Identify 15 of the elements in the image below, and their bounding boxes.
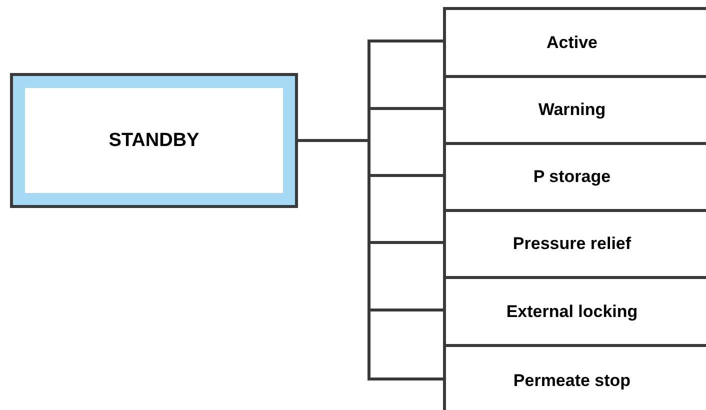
box-label: Permeate stop <box>513 370 631 390</box>
state-row-box <box>443 7 706 75</box>
box-label: Pressure relief <box>512 234 632 254</box>
state-row-box <box>443 209 706 276</box>
box-label: Active <box>546 32 598 52</box>
state-box <box>10 73 298 208</box>
state-row-box <box>443 75 706 142</box>
connector-line <box>298 139 443 380</box>
box-label: P storage <box>533 167 611 187</box>
state-row-box <box>443 142 706 209</box>
box-label: STANDBY <box>108 130 200 152</box>
state-row-box <box>443 276 706 344</box>
box-label: Warning <box>538 100 606 120</box>
box-label: External locking <box>506 302 638 322</box>
state-row-box <box>443 344 706 410</box>
